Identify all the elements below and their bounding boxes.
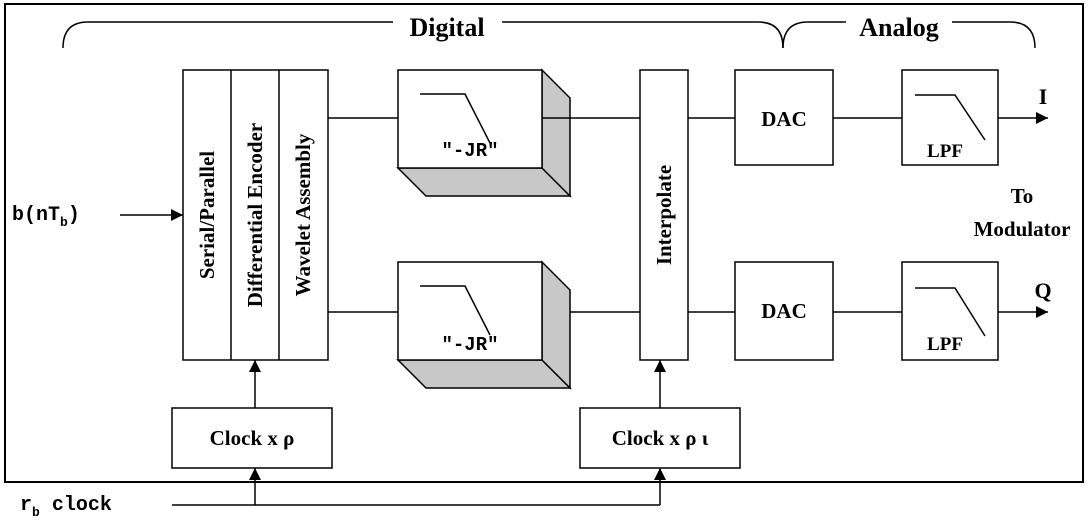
clock-left-block [171,407,333,469]
analog-brace [782,21,1036,49]
serial-parallel-label: Serial/Parallel [195,151,219,279]
i-output-label: I [1039,84,1048,109]
lowpass-response-icon [915,94,986,141]
filter-bottom-label: "-JR" [441,334,498,356]
dac-bottom-block [734,261,834,361]
filter-top-block [396,68,572,198]
lpf-bottom-label: LPF [927,334,963,355]
q-output-label: Q [1034,278,1051,303]
interpolate-block [639,69,689,361]
filter-top-label: "-JR" [441,140,498,162]
clock-left-label: Clock x ρ [210,426,295,450]
digital-section-label: Digital [409,13,484,42]
bit-clock-input-label: rb clock [20,494,112,520]
signal-lines [328,117,902,313]
dac-top-label: DAC [761,107,807,131]
bit-stream-input-label: b(nTb) [12,204,80,230]
encoder-block-group [182,69,329,361]
filter-bottom-block [396,260,572,390]
lpf-top-block [901,69,999,166]
to-modulator-line1: To [1011,184,1034,208]
diagram-frame [4,3,1084,483]
to-modulator-line2: Modulator [974,217,1071,241]
wavelet-assembly-label: Wavelet Assembly [291,133,315,296]
analog-section-label: Analog [859,13,938,42]
differential-encoder-label: Differential Encoder [243,123,267,308]
interpolate-label: Interpolate [652,165,676,265]
lowpass-response-icon [420,285,491,336]
dac-bottom-label: DAC [761,299,807,323]
lpf-bottom-block [901,261,999,361]
dac-top-block [734,69,834,166]
lpf-top-label: LPF [927,141,963,162]
lowpass-response-icon [420,93,491,144]
clock-right-block [579,407,741,469]
clock-right-label: Clock x ρ ι [612,426,709,450]
lowpass-response-icon [915,287,986,337]
